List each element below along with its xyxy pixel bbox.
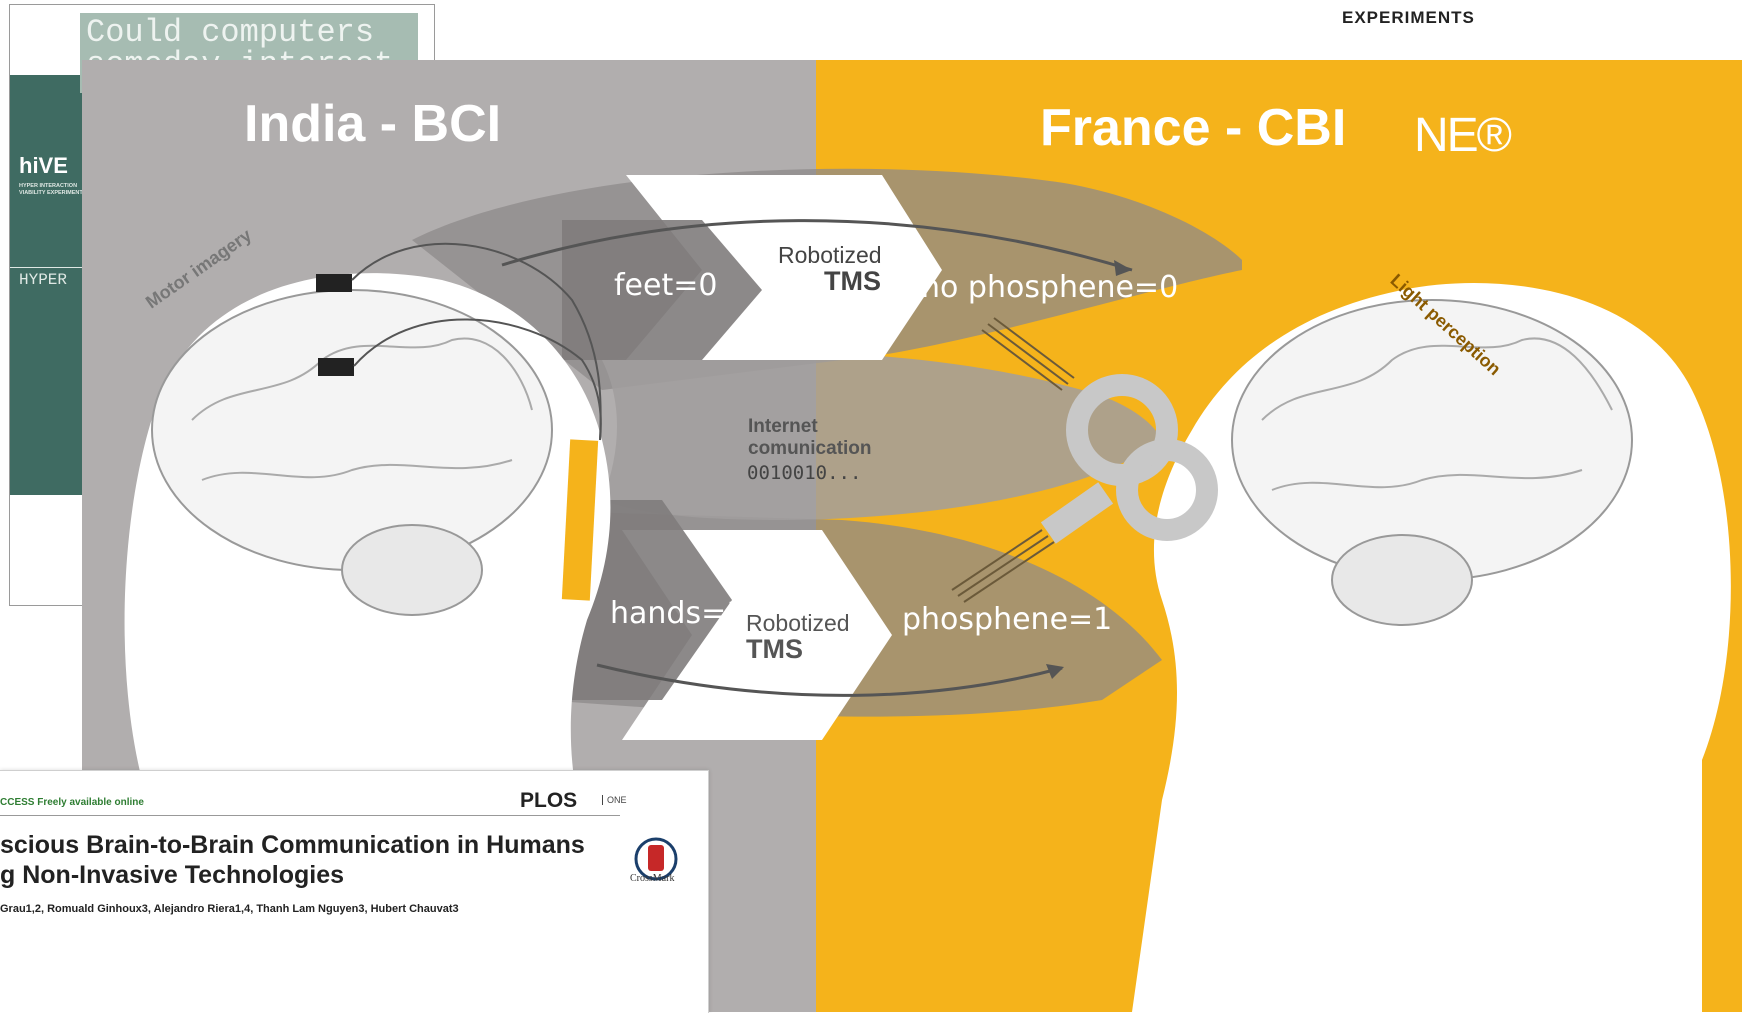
left-cerebellum: [342, 525, 482, 615]
left-brain: [152, 290, 552, 570]
hive-logo: hiVE: [19, 153, 68, 179]
binary-stream-label: 0010010...: [747, 462, 861, 484]
internet-label: Internet: [748, 416, 818, 438]
india-bci-title: India - BCI: [244, 94, 501, 154]
electrode-1: [316, 274, 352, 292]
header-rule: [0, 815, 620, 816]
paper-authors: Grau1,2, Romuald Ginhoux3, Alejandro Rie…: [0, 903, 459, 915]
right-cerebellum: [1332, 535, 1472, 625]
ne-logo: NE®: [1414, 108, 1510, 163]
comunication-label: comunication: [748, 438, 872, 460]
france-cbi-title: France - CBI: [1040, 98, 1346, 158]
electrode-2: [318, 358, 354, 376]
plos-paper-card: CCESS Freely available online PLOS ONE s…: [0, 770, 709, 1013]
paper-title-line2: g Non-Invasive Technologies: [0, 861, 344, 890]
hive-headline-line1: Could computers: [86, 17, 374, 49]
top-robotized-label: Robotized: [778, 242, 882, 269]
plos-logo: PLOS: [520, 789, 577, 813]
crossmark-label: CrossMark: [630, 873, 674, 884]
bottom-tms-label: TMS: [746, 634, 803, 665]
experiments-label: EXPERIMENTS: [1342, 8, 1475, 28]
bottom-robotized-label: Robotized: [746, 610, 850, 637]
phosphene-label: phosphene=1: [902, 602, 1112, 637]
hands-input-label: hands=1: [610, 596, 745, 631]
paper-title-line1: scious Brain-to-Brain Communication in H…: [0, 831, 585, 860]
no-phosphene-label: no phosphene=0: [921, 270, 1178, 305]
feet-input-label: feet=0: [614, 268, 717, 303]
open-access-label: CCESS Freely available online: [0, 797, 144, 808]
top-tms-label: TMS: [824, 266, 881, 297]
right-brain: [1232, 300, 1632, 580]
plos-one-suffix: ONE: [602, 795, 627, 805]
hive-hyper-text: HYPER: [19, 271, 67, 289]
